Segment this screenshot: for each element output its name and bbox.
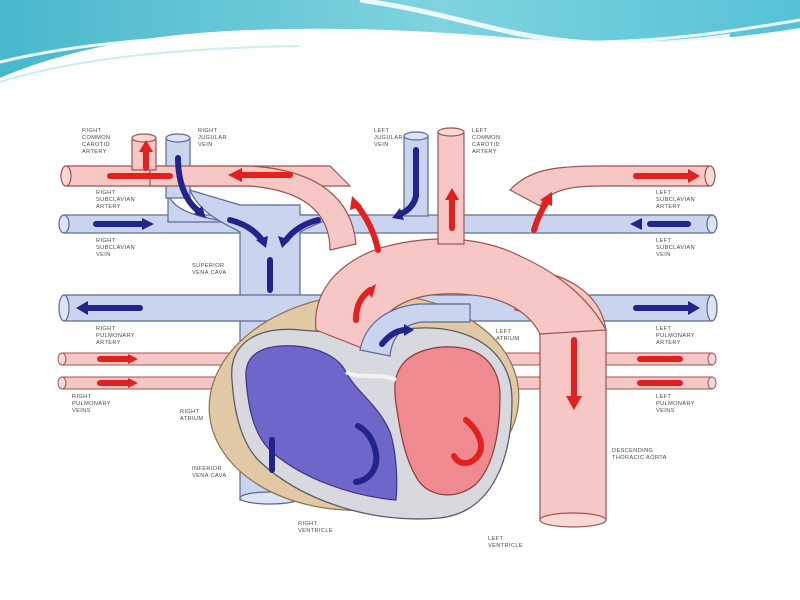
svg-text:ARTERY: ARTERY — [472, 149, 497, 155]
svg-text:COMMON: COMMON — [472, 135, 501, 141]
svg-text:VEIN: VEIN — [656, 252, 671, 258]
svg-text:CAROTID: CAROTID — [472, 142, 500, 148]
label-right-subclavian-vein: RIGHT SUBCLAVIAN VEIN — [96, 238, 135, 258]
svg-text:SUBCLAVIAN: SUBCLAVIAN — [96, 245, 135, 251]
svg-text:VENTRICLE: VENTRICLE — [488, 543, 523, 549]
label-right-subclavian-artery: RIGHT SUBCLAVIAN ARTERY — [96, 190, 135, 210]
label-inferior-vena-cava: INFERIOR VENA CAVA — [192, 466, 226, 479]
svg-text:LEFT: LEFT — [656, 394, 671, 400]
svg-text:LEFT: LEFT — [374, 128, 389, 134]
label-left-subclavian-artery: LEFT SUBCLAVIAN ARTERY — [656, 190, 695, 210]
svg-text:THORACIC AORTA: THORACIC AORTA — [612, 455, 667, 461]
svg-text:PULMONARY: PULMONARY — [656, 333, 695, 339]
svg-text:SUPERIOR: SUPERIOR — [192, 263, 224, 269]
svg-text:SUBCLAVIAN: SUBCLAVIAN — [656, 197, 695, 203]
brachiocephalic-artery — [149, 165, 357, 251]
svg-text:ATRIUM: ATRIUM — [496, 336, 519, 342]
svg-text:DESCENDING: DESCENDING — [612, 448, 653, 454]
svg-text:ARTERY: ARTERY — [656, 340, 681, 346]
svg-text:JUGULAR: JUGULAR — [198, 135, 227, 141]
label-left-jugular: LEFT JUGULAR VEIN — [374, 128, 403, 148]
svg-text:VENTRICLE: VENTRICLE — [298, 528, 333, 534]
blue-arrowheads — [76, 206, 700, 336]
svg-text:ARTERY: ARTERY — [656, 204, 681, 210]
svg-text:VEIN: VEIN — [96, 252, 111, 258]
label-right-jugular: RIGHT JUGULAR VEIN — [198, 128, 227, 148]
svg-text:ARTERY: ARTERY — [96, 204, 121, 210]
label-left-common-carotid: LEFT COMMON CAROTID ARTERY — [472, 128, 501, 155]
svg-text:VEINS: VEINS — [656, 408, 675, 414]
svg-text:LEFT: LEFT — [656, 326, 671, 332]
svg-text:RIGHT: RIGHT — [96, 238, 116, 244]
svg-text:JUGULAR: JUGULAR — [374, 135, 403, 141]
svg-text:PULMONARY: PULMONARY — [96, 333, 135, 339]
svg-text:VEIN: VEIN — [198, 142, 213, 148]
label-right-pulmonary-veins: RIGHT PULMONARY VEINS — [72, 394, 111, 414]
svg-text:RIGHT: RIGHT — [82, 128, 102, 134]
svg-text:RIGHT: RIGHT — [180, 409, 200, 415]
red-arrowheads — [128, 140, 700, 410]
label-left-ventricle: LEFT VENTRICLE — [488, 536, 523, 549]
blue-flow-arrows — [83, 147, 693, 485]
label-superior-vena-cava: SUPERIOR VENA CAVA — [192, 263, 226, 276]
svg-text:VEINS: VEINS — [72, 408, 91, 414]
svg-text:SUBCLAVIAN: SUBCLAVIAN — [656, 245, 695, 251]
svg-text:RIGHT: RIGHT — [96, 190, 116, 196]
svg-text:VENA CAVA: VENA CAVA — [192, 270, 226, 276]
svg-text:RIGHT: RIGHT — [72, 394, 92, 400]
label-right-atrium: RIGHT ATRIUM — [180, 409, 203, 422]
svg-text:PULMONARY: PULMONARY — [72, 401, 111, 407]
label-left-atrium: LEFT ATRIUM — [496, 329, 519, 342]
label-left-subclavian-vein: LEFT SUBCLAVIAN VEIN — [656, 238, 695, 258]
svg-text:ARTERY: ARTERY — [96, 340, 121, 346]
svg-text:SUBCLAVIAN: SUBCLAVIAN — [96, 197, 135, 203]
pulmonary-trunk — [359, 303, 471, 357]
svg-text:VEIN: VEIN — [374, 142, 389, 148]
svg-text:LEFT: LEFT — [488, 536, 503, 542]
svg-text:LEFT: LEFT — [496, 329, 511, 335]
slide-header-wave — [0, 0, 800, 83]
svg-text:COMMON: COMMON — [82, 135, 111, 141]
label-right-common-carotid: RIGHT COMMON CAROTID ARTERY — [82, 128, 111, 155]
svg-text:RIGHT: RIGHT — [96, 326, 116, 332]
svg-text:LEFT: LEFT — [656, 238, 671, 244]
svg-text:LEFT: LEFT — [472, 128, 487, 134]
svg-text:ARTERY: ARTERY — [82, 149, 107, 155]
svg-text:VENA CAVA: VENA CAVA — [192, 473, 226, 479]
label-descending-aorta: DESCENDING THORACIC AORTA — [612, 448, 667, 461]
label-left-pulmonary-veins: LEFT PULMONARY VEINS — [656, 394, 695, 414]
label-right-pulmonary-artery: RIGHT PULMONARY ARTERY — [96, 326, 135, 346]
svg-text:LEFT: LEFT — [656, 190, 671, 196]
svg-text:ATRIUM: ATRIUM — [180, 416, 203, 422]
svg-text:RIGHT: RIGHT — [298, 521, 318, 527]
svg-text:RIGHT: RIGHT — [198, 128, 218, 134]
svg-text:INFERIOR: INFERIOR — [192, 466, 222, 472]
svg-text:PULMONARY: PULMONARY — [656, 401, 695, 407]
label-right-ventricle: RIGHT VENTRICLE — [298, 521, 333, 534]
red-flow-arrows — [97, 147, 693, 466]
svg-text:CAROTID: CAROTID — [82, 142, 110, 148]
label-left-pulmonary-artery: LEFT PULMONARY ARTERY — [656, 326, 695, 346]
